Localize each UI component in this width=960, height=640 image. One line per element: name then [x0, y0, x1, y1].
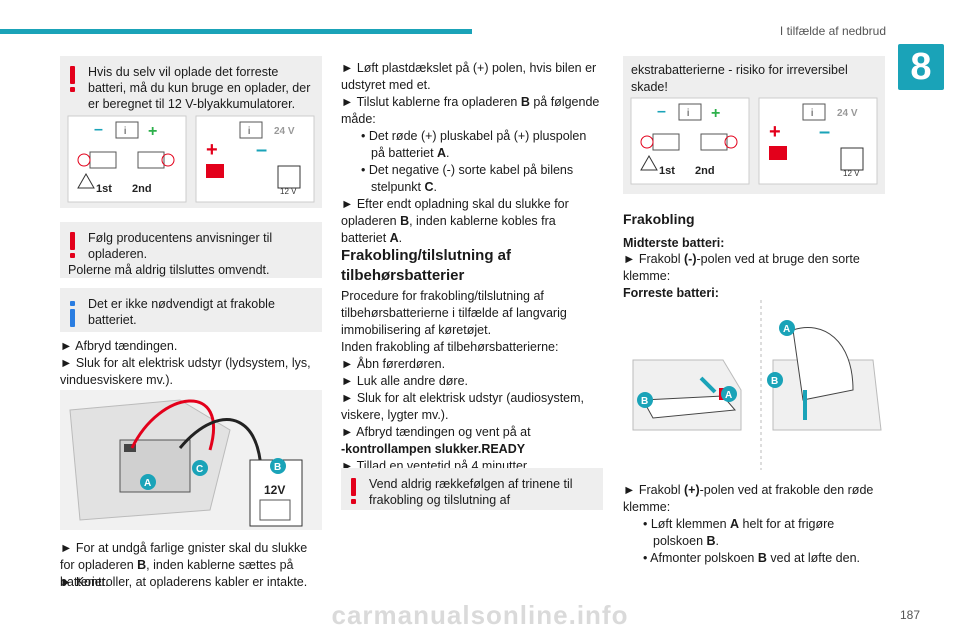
chapter-badge: 8	[898, 44, 944, 90]
svg-text:i: i	[687, 108, 689, 119]
step-electric-off-2: ► Sluk for alt elektrisk udstyr (audiosy…	[341, 391, 585, 422]
warning-text: Vend aldrig rækkefølgen af trinene til f…	[369, 477, 573, 507]
label-c: C	[196, 464, 203, 475]
label-1st: 1st	[659, 165, 675, 177]
svg-text:+: +	[206, 139, 218, 161]
bullet-black-cable: • Det negative (-) sorte kabel på bilens…	[361, 163, 574, 194]
svg-text:+: +	[711, 105, 720, 122]
svg-text:–: –	[256, 139, 267, 161]
label-a: A	[725, 390, 732, 401]
svg-text:A: A	[783, 324, 790, 335]
step-close-doors: ► Luk alle andre døre.	[341, 374, 469, 388]
step-ignition-off: ► Afbryd tændingen.	[60, 339, 178, 353]
step-lift-cover: ► Løft plastdækslet på (+) polen, hvis b…	[341, 61, 597, 92]
step-connect-cables: ► Tilslut kablerne fra opladeren B på fø…	[341, 95, 600, 126]
label-a: A	[144, 478, 151, 489]
label-b: B	[641, 396, 648, 407]
warning-text: Polerne må aldrig tilsluttes omvendt.	[68, 263, 270, 277]
bullet-remove-terminal: • Afmonter polskoen B ved at løfte den.	[643, 551, 860, 565]
section-title: I tilfælde af nedbrud	[779, 24, 886, 38]
warning-text: Følg producentens anvisninger til oplade…	[88, 231, 273, 261]
label-12v: 12 V	[280, 187, 297, 196]
label-12v: 12V	[264, 483, 285, 497]
info-icon	[70, 298, 76, 327]
warning-icon	[70, 66, 76, 94]
bullet-lift-clamp: • Løft klemmen A helt for at frigøre pol…	[643, 517, 835, 548]
page-number: 187	[899, 608, 920, 622]
heading-accessory-batteries: Frakobling/tilslutning af tilbehørsbatte…	[341, 247, 511, 284]
info-text: Det er ikke nødvendigt at frakoble batte…	[88, 297, 275, 327]
warning-text: ekstrabatterierne - risiko for irreversi…	[631, 63, 848, 94]
intro-text: Procedure for frakobling/tilslutning af …	[341, 289, 567, 337]
header-accent-bar	[0, 29, 472, 34]
label-2nd: 2nd	[132, 183, 152, 195]
label-2nd: 2nd	[695, 165, 715, 177]
label-12v: 12 V	[843, 169, 860, 178]
intro-text-2: Inden frakobling af tilbehørsbatterierne…	[341, 340, 559, 354]
step-disconnect-negative: ► Frakobl (-)-polen ved at bruge den sor…	[623, 252, 860, 283]
step-charger-off: ► For at undgå farlige gnister skal du s…	[60, 541, 308, 589]
warning-box-continued: ekstrabatterierne - risiko for irreversi…	[623, 56, 885, 194]
svg-text:i: i	[248, 126, 250, 137]
warning-icon	[351, 478, 357, 506]
warning-icon	[70, 232, 76, 260]
subheading-middle-battery: Midterste batteri:	[623, 236, 725, 250]
step-disconnect-positive: ► Frakobl (+)-polen ved at frakoble den …	[623, 483, 874, 514]
step-electric-off: ► Sluk for alt elektrisk udstyr (lydsyst…	[60, 356, 311, 387]
warning-box-charger: Hvis du selv vil oplade det forreste bat…	[60, 56, 322, 112]
step-check-cables: ► Kontroller, at opladerens kabler er in…	[60, 575, 308, 589]
label-b: B	[274, 462, 281, 473]
subheading-front-battery: Forreste batteri:	[623, 286, 719, 300]
svg-text:i: i	[811, 108, 813, 119]
step-after-charging: ► Efter endt opladning skal du slukke fo…	[341, 197, 569, 245]
info-box-disconnect: Det er ikke nødvendigt at frakoble batte…	[60, 288, 322, 332]
figure-battery-charger-photo: A C B 12V	[60, 390, 322, 530]
svg-text:–: –	[94, 121, 103, 138]
figure-front-battery-clamp: A B A B	[623, 300, 885, 470]
step-ready-lamp: -kontrollampen slukker.READY	[341, 442, 526, 456]
label-24v: 24 V	[837, 108, 858, 119]
warning-text: Hvis du selv vil oplade det forreste bat…	[88, 65, 311, 111]
warning-box-order: Vend aldrig rækkefølgen af trinene til f…	[341, 468, 603, 510]
svg-text:+: +	[148, 123, 157, 140]
svg-text:–: –	[819, 121, 830, 143]
label-24v: 24 V	[274, 126, 295, 137]
heading-disconnect: Frakobling	[623, 211, 695, 227]
figure-charger-diagram-left: – + i 1st 2nd i 24 V + – 12 V	[60, 112, 322, 208]
svg-text:B: B	[771, 376, 778, 387]
svg-text:i: i	[124, 126, 126, 137]
watermark: carmanualsonline.info	[331, 600, 629, 630]
svg-text:+: +	[769, 121, 781, 143]
warning-box-manufacturer: Følg producentens anvisninger til oplade…	[60, 222, 322, 278]
svg-text:–: –	[657, 103, 666, 120]
step-wait-lamp: ► Afbryd tændingen og vent på at	[341, 425, 531, 439]
step-open-door: ► Åbn førerdøren.	[341, 357, 446, 371]
bullet-red-cable: • Det røde (+) pluskabel på (+) pluspole…	[361, 129, 587, 160]
label-1st: 1st	[96, 183, 112, 195]
